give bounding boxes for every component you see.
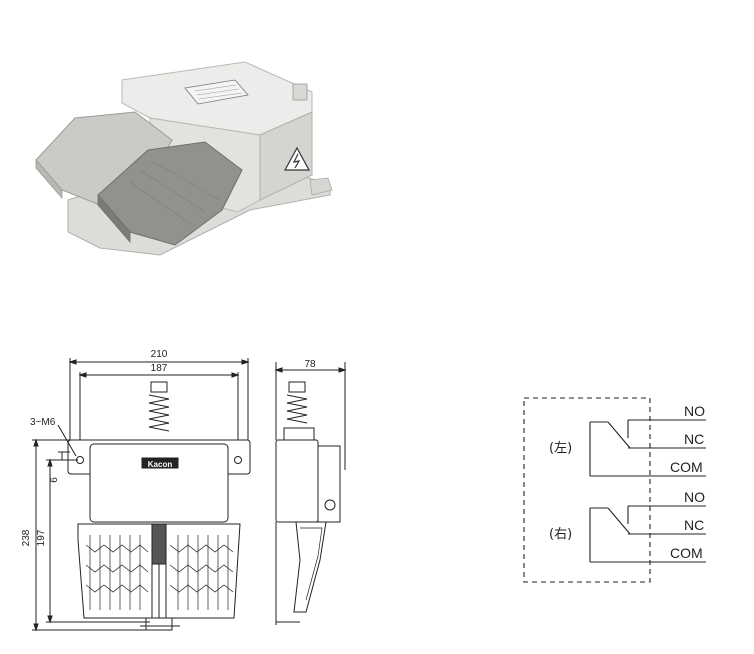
depth-label: 78 [304, 359, 316, 370]
right-terminal-no: NO [684, 489, 705, 505]
left-switch-label: (左) [549, 441, 572, 456]
right-terminal-nc: NC [684, 517, 704, 533]
inner-height-label: 197 [36, 529, 47, 546]
cable-gland [292, 83, 308, 101]
right-switch-label: (右) [549, 527, 572, 542]
side-view-drawing [274, 362, 347, 625]
mount-holes-label: 3−M6 [30, 417, 56, 428]
left-terminal-nc: NC [684, 431, 704, 447]
product-photo [35, 61, 333, 256]
brand-mark: Kacon [148, 460, 173, 469]
wiring-diagram [523, 397, 706, 583]
front-view-drawing [32, 358, 251, 632]
small-offset-label: 6 [49, 477, 60, 483]
left-terminal-com: COM [670, 459, 703, 475]
right-terminal-com: COM [670, 545, 703, 561]
left-terminal-no: NO [684, 403, 705, 419]
overall-height-label: 238 [21, 529, 32, 546]
warning-icon [283, 146, 311, 171]
overall-width-label: 210 [151, 349, 168, 360]
right-pedal [97, 141, 243, 246]
inner-width-label: 187 [151, 363, 168, 374]
